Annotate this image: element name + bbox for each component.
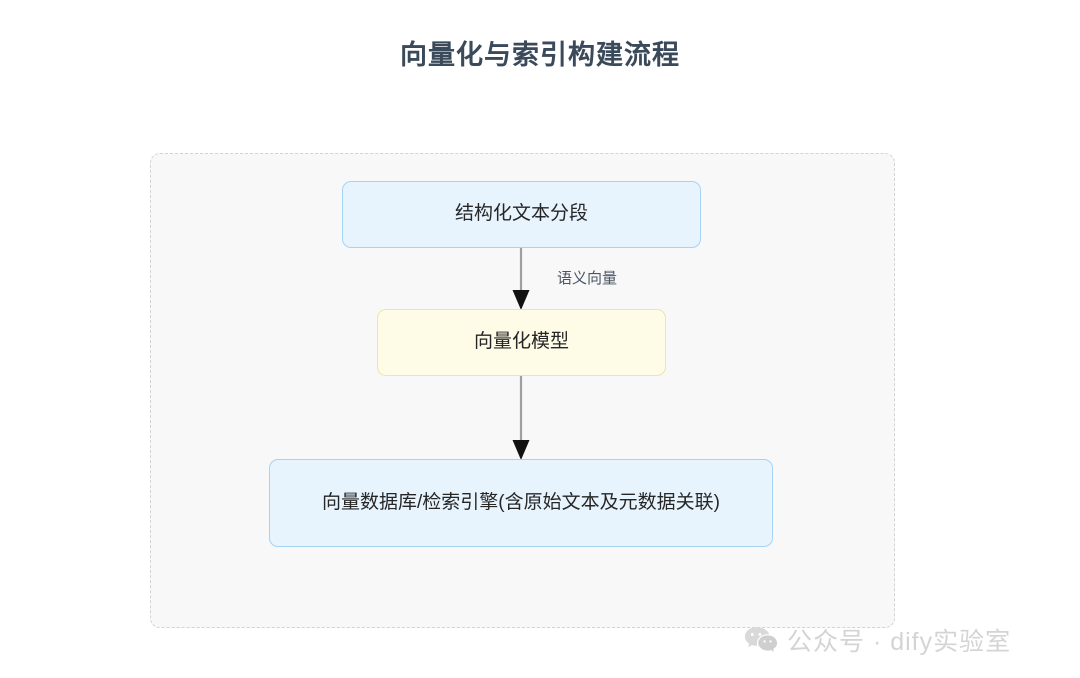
flow-node-embedding-model-label: 向量化模型 (473, 331, 569, 353)
flow-diagram-container: 语义向量 结构化文本分段 向量化模型 向量数据库/检索引擎(含原始文本及元数据关… (150, 153, 895, 628)
wechat-icon (744, 626, 778, 654)
page-title: 向量化与索引构建流程 (400, 40, 680, 70)
flow-node-embedding-model[interactable]: 向量化模型 (377, 309, 666, 376)
edge-label-semantic-vector: 语义向量 (557, 270, 618, 287)
flow-node-vector-database[interactable]: 向量数据库/检索引擎(含原始文本及元数据关联) (269, 459, 773, 547)
flow-node-vector-database-label: 向量数据库/检索引擎(含原始文本及元数据关联) (322, 491, 720, 513)
watermark-text: 公众号 · dify实验室 (787, 628, 1012, 656)
flow-node-chunking-label: 结构化文本分段 (454, 203, 588, 225)
edge-chunking-to-embedding (512, 248, 530, 310)
flow-node-chunking[interactable]: 结构化文本分段 (342, 181, 701, 248)
edge-embedding-to-vectordb (512, 376, 530, 460)
watermark: 公众号 · dify实验室 (744, 618, 1011, 662)
